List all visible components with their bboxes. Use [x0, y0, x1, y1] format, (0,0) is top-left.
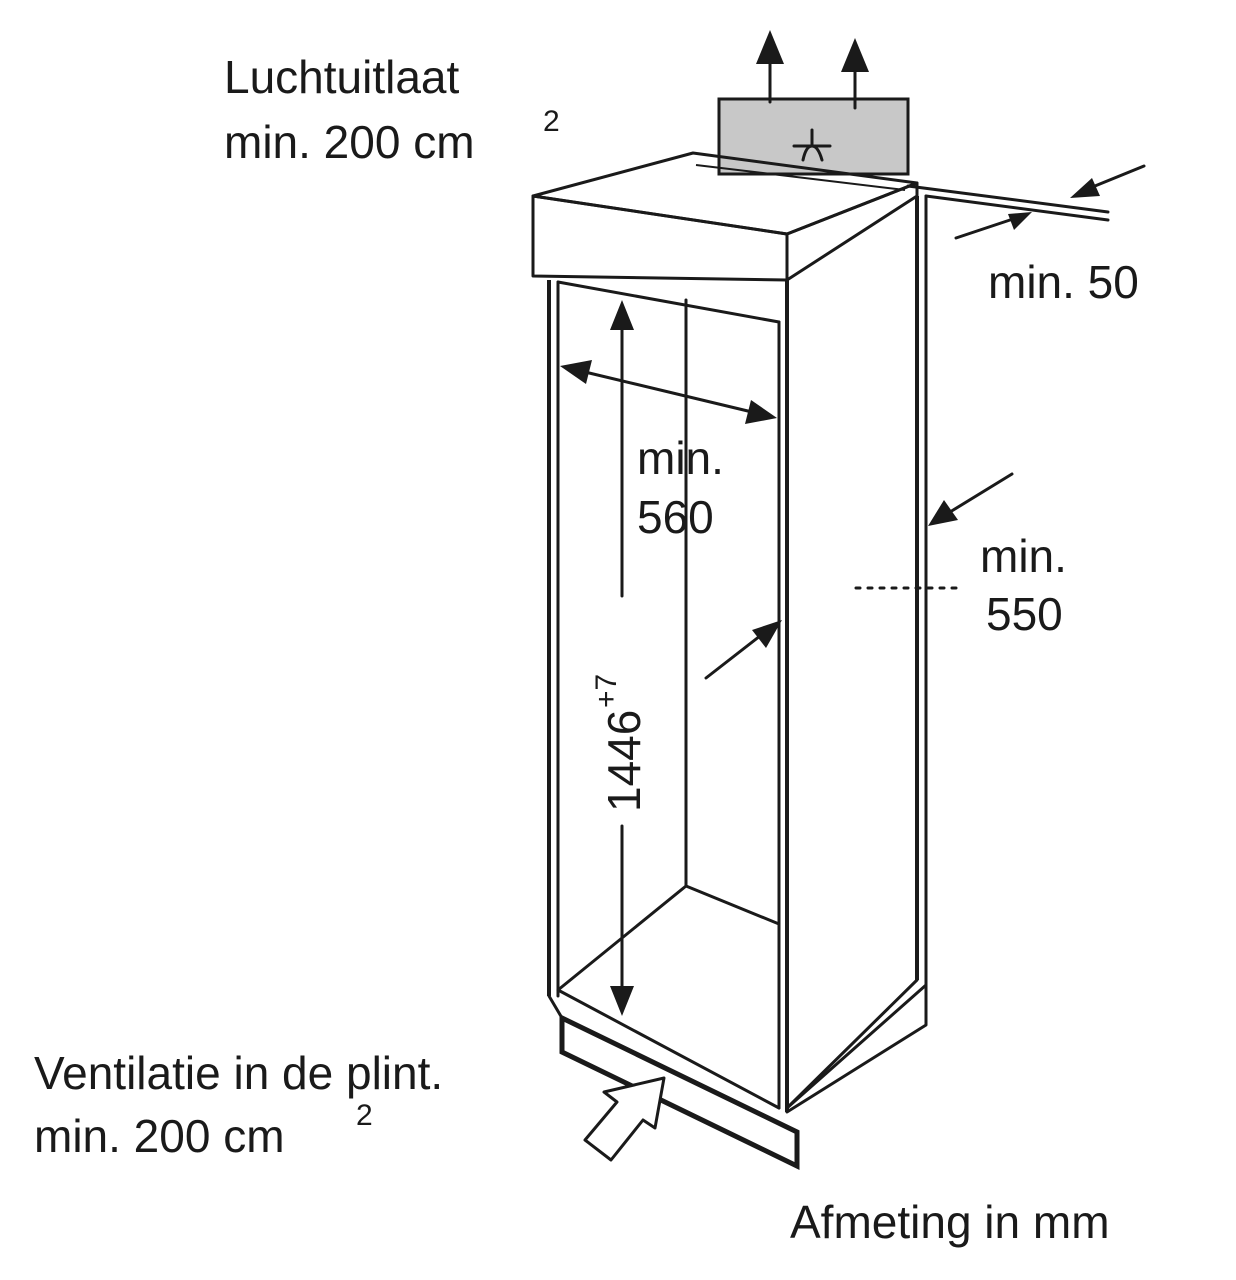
- depth-value-label: 550: [986, 588, 1063, 640]
- air-outlet-sup: 2: [543, 105, 560, 138]
- plinth-front: [559, 1014, 800, 1170]
- depth-min-label: min.: [980, 530, 1067, 582]
- air-outlet-title: Luchtuitlaat: [224, 51, 459, 103]
- height-value-label: 1446: [598, 710, 650, 812]
- width-min-label: min.: [637, 432, 724, 484]
- units-note: Afmeting in mm: [790, 1196, 1110, 1248]
- gap-label: min. 50: [988, 256, 1139, 308]
- cabinet: [531, 97, 1110, 1170]
- depth-pointer-left: [704, 620, 782, 680]
- arrow-up-icon: [756, 30, 869, 110]
- plinth-side: [785, 983, 928, 1114]
- hollow-arrow-icon: [583, 1076, 666, 1162]
- air-outlet-min: min. 200 cm: [224, 116, 475, 168]
- plinth-min: min. 200 cm: [34, 1110, 285, 1162]
- plinth-title: Ventilatie in de plint.: [34, 1047, 443, 1099]
- height-label-group: 1446 +7: [590, 674, 650, 812]
- height-dimension: [610, 300, 634, 1016]
- fan-symbol-icon: [792, 128, 832, 162]
- height-sup-label: +7: [590, 674, 623, 708]
- depth-pointer-right: [854, 472, 1014, 590]
- gap-dimension: [954, 164, 1146, 240]
- width-value-label: 560: [637, 491, 714, 543]
- top-slab-face: [531, 194, 789, 282]
- width-dimension: [560, 360, 777, 424]
- plinth-sup: 2: [356, 1099, 373, 1132]
- top-slab-side: [785, 181, 919, 282]
